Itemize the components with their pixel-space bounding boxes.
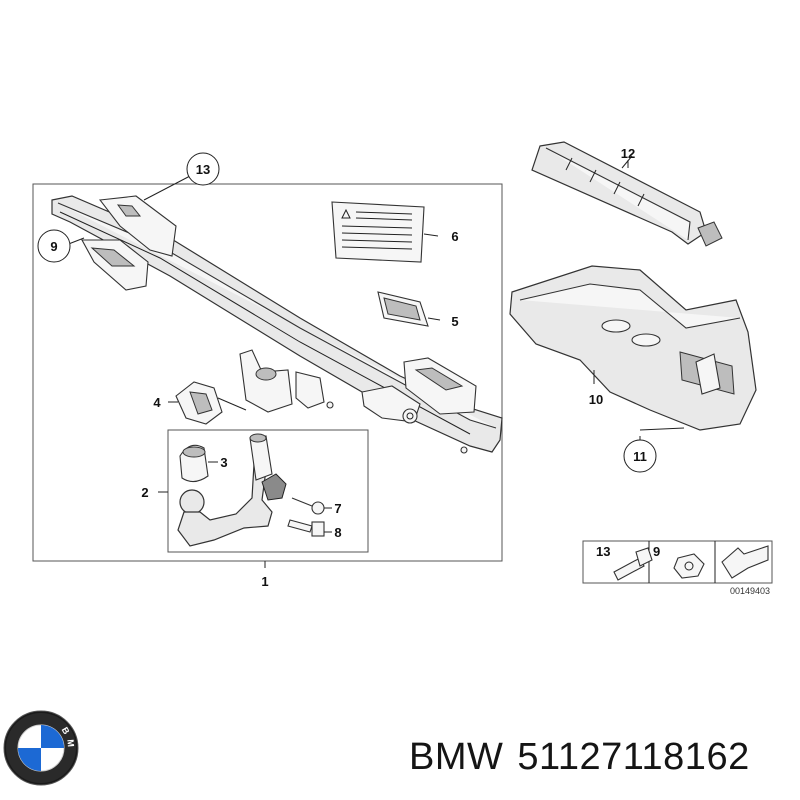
socket-holder-part — [168, 381, 247, 425]
callout-4: 4 — [153, 395, 161, 410]
ball-hitch-frame — [167, 429, 369, 553]
callout-6: 6 — [451, 229, 458, 244]
svg-text:BMW: BMW — [0, 0, 76, 752]
legend-label-9: 9 — [653, 544, 660, 559]
svg-text:11: 11 — [633, 449, 647, 464]
brand-name: BMW — [409, 736, 504, 778]
callout-9-left: 9 — [37, 229, 71, 263]
callout-1: 1 — [261, 574, 268, 589]
callout-7: 7 — [334, 501, 341, 516]
nut-icon — [673, 553, 705, 579]
callout-13-top: 13 — [186, 152, 220, 186]
svg-text:13: 13 — [196, 162, 210, 177]
callout-3: 3 — [220, 455, 227, 470]
part-number: 51127118162 — [517, 736, 750, 778]
drawing-number: 00149403 — [730, 586, 770, 596]
foam-absorber-part — [509, 265, 757, 444]
callout-5: 5 — [451, 314, 458, 329]
bmw-roundel-logo: BMW — [0, 0, 79, 786]
cover-pad-part — [377, 291, 441, 327]
callout-8: 8 — [334, 525, 341, 540]
legend-label-13: 13 — [596, 544, 610, 559]
callout-2: 2 — [141, 485, 148, 500]
bolt-icon — [613, 547, 653, 581]
main-assembly-frame — [32, 183, 503, 562]
warning-label-part — [331, 201, 439, 263]
hardware-legend: 13 9 00149403 — [582, 540, 773, 596]
callout-11: 11 — [623, 439, 657, 473]
crossmember-beam — [51, 195, 503, 454]
side-bar-part — [531, 141, 723, 247]
ball-hitch-parts — [177, 433, 332, 547]
part-number-caption: BMW 51127118162 — [409, 736, 764, 779]
callout-10: 10 — [589, 392, 603, 407]
svg-text:9: 9 — [50, 239, 57, 254]
arrow-symbol-icon — [721, 545, 769, 579]
callout-12: 12 — [621, 146, 635, 161]
